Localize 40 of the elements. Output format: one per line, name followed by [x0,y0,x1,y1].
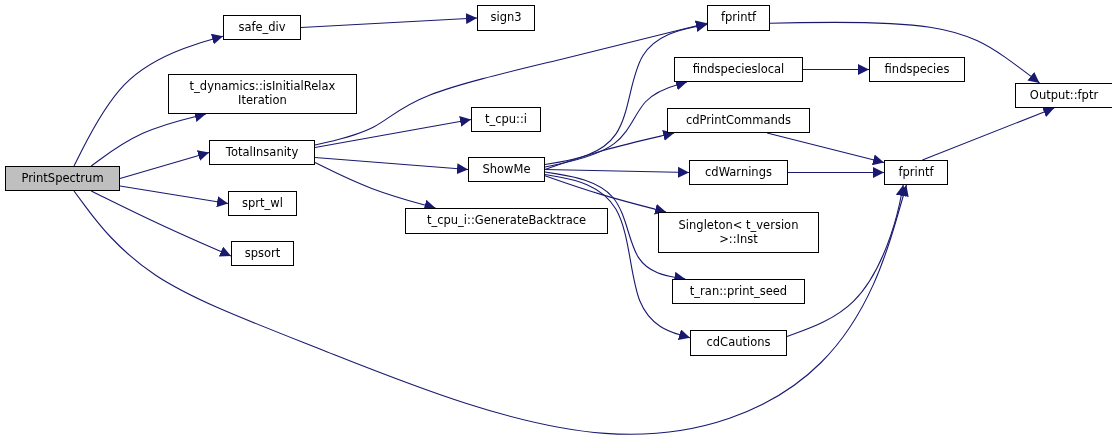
arrow [802,64,870,75]
arrow [544,130,675,171]
arrow [544,166,690,178]
function-box: t_cpu::i [471,107,541,132]
arrow [73,33,224,167]
function-box: Singleton< t_version >::Inst [658,212,819,253]
arrow [766,132,885,166]
function-box: Output::fptr [1015,83,1112,108]
arrow [73,184,909,435]
function-box: findspecieslocal [674,57,803,82]
function-box: fprintf [707,5,770,31]
arrow [314,116,472,149]
arrow [300,13,478,29]
function-box: cdWarnings [689,160,788,185]
function-box: t_dynamics::isInitialRelax Iteration [168,74,357,114]
function-box: sprt_wl [228,191,297,216]
arrow [544,175,667,215]
function-box: t_cpu_i::GenerateBacktrace [405,208,608,234]
function-box: PrintSpectrum [5,166,120,191]
arrow [314,20,708,146]
function-box: safe_div [223,15,301,40]
function-box: fprintf [884,160,948,185]
arrow [921,106,1055,161]
arrow [544,21,708,166]
arrow [786,184,907,338]
arrow [314,156,469,175]
arrow [90,190,232,257]
function-box: cdCautions [690,330,787,356]
function-box: ShowMe [468,157,545,182]
function-box: TotalInsanity [209,140,315,165]
function-box: t_ran::print_seed [672,279,805,304]
arrow [787,167,885,178]
function-box: findspecies [869,57,965,82]
function-box: spsort [231,241,294,266]
arrow [544,173,691,340]
function-box: sign3 [477,5,535,31]
arrow [769,21,1041,84]
arrow [119,150,210,180]
arrow [119,185,229,208]
function-box: cdPrintCommands [667,108,810,133]
